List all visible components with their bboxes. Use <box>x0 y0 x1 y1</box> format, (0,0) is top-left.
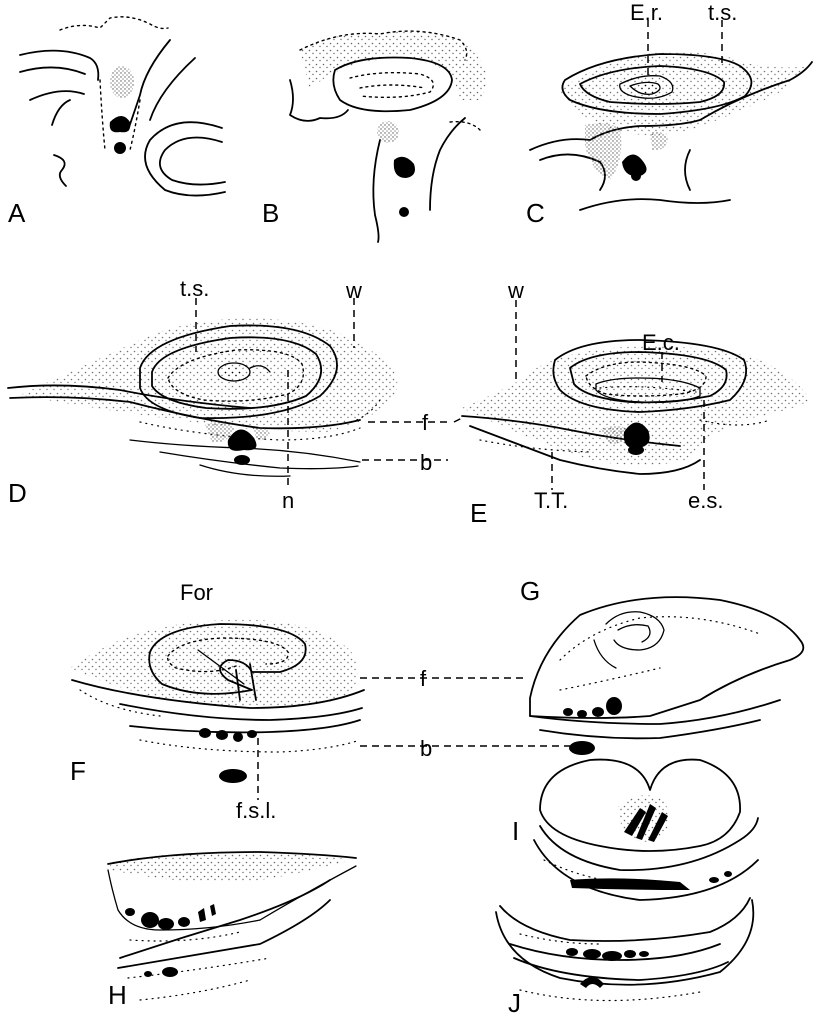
panel-label-D: D <box>8 478 27 508</box>
panel-label-B: B <box>262 198 279 228</box>
panel-label-C: C <box>526 198 545 228</box>
panel-label-A: A <box>8 198 26 228</box>
label-es: e.s. <box>688 488 723 513</box>
label-w-e: w <box>507 278 524 303</box>
label-b-fg: b <box>420 736 432 761</box>
section-A <box>20 17 225 196</box>
section-H <box>108 852 356 1000</box>
section-J <box>496 898 753 1001</box>
label-tt: T.T. <box>534 488 568 513</box>
label-ec: E.c. <box>642 330 680 355</box>
label-n: n <box>282 488 294 513</box>
section-E <box>454 300 810 490</box>
panel-label-J: J <box>508 988 521 1017</box>
label-er: E.r. <box>630 0 663 25</box>
section-G <box>530 597 803 755</box>
label-b-de: b <box>420 450 432 475</box>
label-ts-d: t.s. <box>180 276 209 301</box>
label-f-fg: f <box>420 666 427 691</box>
label-f-de: f <box>422 410 429 435</box>
section-C <box>530 20 812 210</box>
panel-label-G: G <box>520 576 540 606</box>
panel-label-E: E <box>470 498 487 528</box>
label-fsl: f.s.l. <box>236 798 276 823</box>
label-ts-c: t.s. <box>708 0 737 25</box>
section-B <box>290 31 487 242</box>
panel-label-F: F <box>70 756 86 786</box>
section-I <box>534 760 758 900</box>
panel-label-I: I <box>512 816 519 846</box>
label-for: For <box>180 580 213 605</box>
label-w-d: w <box>345 278 362 303</box>
section-D <box>8 298 450 490</box>
panel-label-H: H <box>108 980 127 1010</box>
section-F <box>70 620 570 800</box>
